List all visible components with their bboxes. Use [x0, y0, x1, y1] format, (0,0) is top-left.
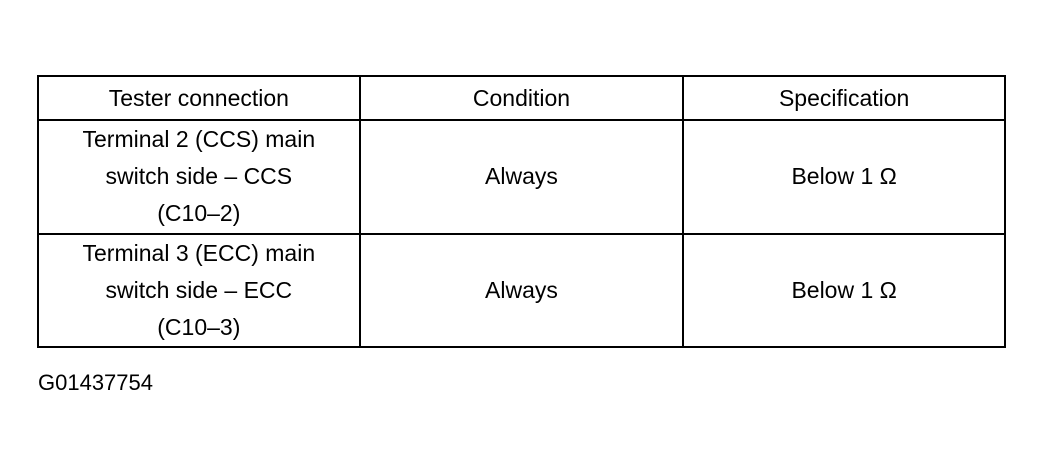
specification-cell: Below 1 Ω [682, 119, 1006, 235]
tester-connection-table: Tester connection Condition Specificatio… [37, 75, 1006, 348]
figure-id: G01437754 [38, 370, 153, 395]
header-condition: Condition [358, 75, 685, 121]
table-row: Terminal 2 (CCS) main switch side – CCS … [37, 119, 1006, 235]
tester-connection-cell: Terminal 2 (CCS) main switch side – CCS … [37, 119, 361, 235]
connection-line: Terminal 2 (CCS) main [82, 126, 316, 153]
header-tester-connection: Tester connection [37, 75, 361, 121]
header-specification: Specification [682, 75, 1006, 121]
connection-line: (C10–3) [157, 313, 241, 340]
condition-cell: Always [358, 119, 685, 235]
connection-line: switch side – CCS [105, 163, 293, 190]
table-row: Terminal 3 (ECC) main switch side – ECC … [37, 232, 1006, 348]
tester-connection-cell: Terminal 3 (ECC) main switch side – ECC … [37, 232, 361, 348]
specification-cell: Below 1 Ω [682, 232, 1006, 348]
connection-line: (C10–2) [157, 200, 241, 227]
connection-line: Terminal 3 (ECC) main [82, 239, 316, 266]
table-header-row: Tester connection Condition Specificatio… [37, 75, 1006, 121]
condition-cell: Always [358, 232, 685, 348]
connection-line: switch side – ECC [105, 276, 293, 303]
